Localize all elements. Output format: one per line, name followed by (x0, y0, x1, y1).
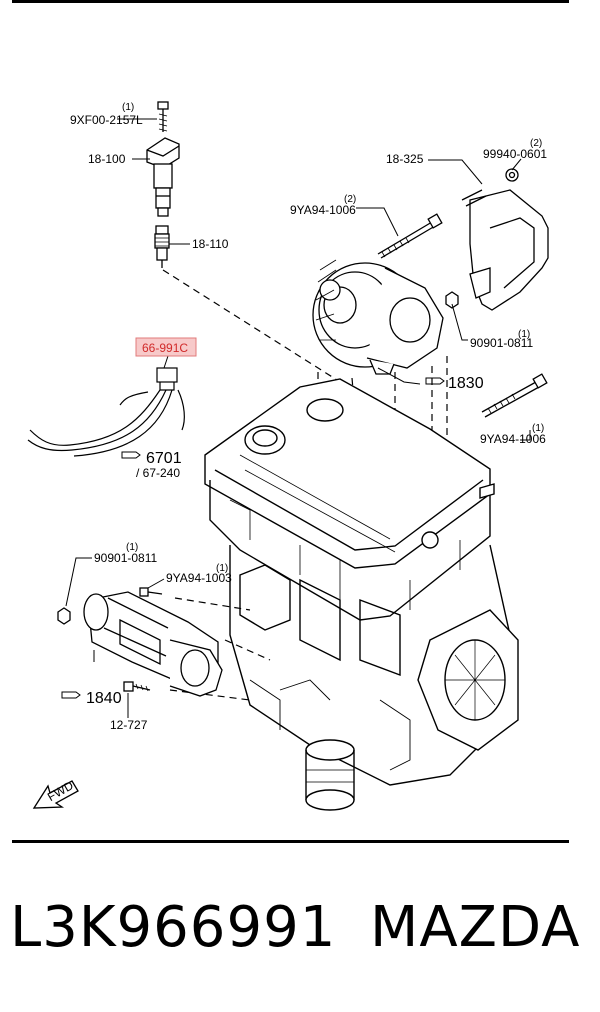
bolt-top-qty: (1) (122, 102, 134, 113)
alt-nut-right-label[interactable]: 90901-0811 (470, 336, 533, 350)
spark-plug-label[interactable]: 18-110 (192, 237, 229, 251)
alternator-ref[interactable]: 1830 (425, 375, 484, 392)
engine-block (204, 378, 519, 811)
alternator-assembly[interactable] (312, 168, 549, 418)
pointing-hand-icon (61, 691, 81, 699)
alt-bolt-top-label[interactable]: 9YA94-1006 (290, 203, 356, 217)
starter-bolt-top-qty: (1) (216, 563, 228, 574)
bolt-top-label[interactable]: 9XF00-2157L (70, 113, 143, 127)
alt-bolt-right-qty: (1) (532, 423, 544, 434)
harness-ref[interactable]: 6701 / 67-240 (121, 450, 182, 480)
top-rule (12, 0, 569, 3)
brand-name: MAZDA (370, 895, 581, 960)
highlighted-part-label: 66-991C (142, 341, 188, 355)
forward-arrow-icon: FWD (32, 778, 79, 809)
starter-motor-assembly[interactable] (57, 587, 223, 697)
ignition-coil-assembly[interactable] (146, 101, 180, 268)
coil-label[interactable]: 18-100 (88, 152, 126, 166)
starter-nut-qty: (1) (126, 542, 138, 553)
pointing-hand-icon (425, 377, 445, 385)
part-number: L3K966991 (10, 895, 337, 960)
alt-bracket-label[interactable]: 18-325 (386, 152, 424, 166)
alt-nut-top-label[interactable]: 99940-0601 (483, 147, 547, 161)
starter-nut-label[interactable]: 90901-0811 (94, 551, 157, 565)
bottom-rule (12, 840, 569, 843)
wiring-harness[interactable] (27, 367, 185, 457)
alt-nut-top-qty: (2) (530, 138, 542, 149)
starter-ref[interactable]: 1840 (61, 690, 122, 707)
alt-bolt-top-qty: (2) (344, 194, 356, 205)
starter-bolt-top-label[interactable]: 9YA94-1003 (166, 571, 232, 585)
engine-parts-diagram: (1) 9XF00-2157L 18-100 18-110 (27, 101, 549, 811)
highlight-callout[interactable]: 66-991C (135, 337, 197, 357)
starter-bolt-bottom-label[interactable]: 12-727 (110, 718, 148, 732)
alternator-ref-label: 1830 (448, 375, 484, 392)
harness-ref-label: 6701 (146, 450, 182, 467)
pointing-hand-icon (121, 451, 141, 459)
alt-bolt-right-label[interactable]: 9YA94-1006 (480, 432, 546, 446)
alt-nut-right-qty: (1) (518, 329, 530, 340)
harness-ref-sub: / 67-240 (136, 466, 180, 480)
starter-ref-label: 1840 (86, 690, 122, 707)
